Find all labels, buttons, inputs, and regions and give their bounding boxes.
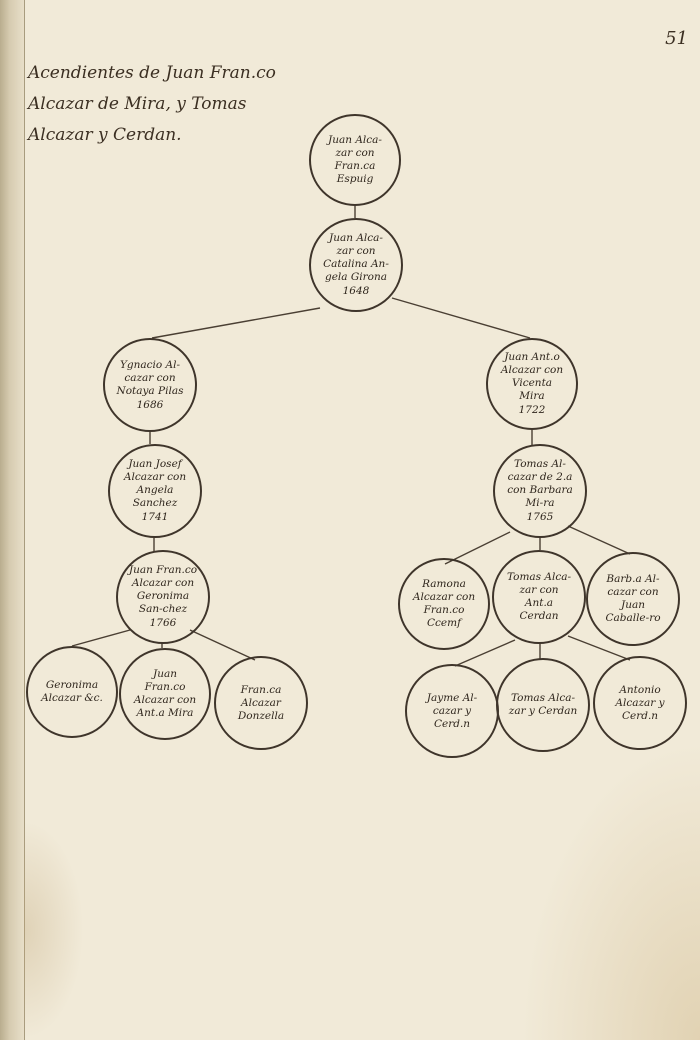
paper-stain [520,740,700,1040]
ancestor-circle: Tomas Al-cazar de 2.a con Barbara Mi-ra … [493,444,587,538]
ancestor-year: 1686 [136,398,164,411]
connector-line [391,297,531,339]
connector-line [189,629,256,661]
connector-line [567,635,631,661]
ancestor-circle: Juan Fran.co Alcazar con Geronima San-ch… [116,550,210,644]
ancestor-circle: Juan Alca-zar con Catalina An-gela Giron… [309,218,403,312]
connector-line [71,629,131,647]
ancestor-circle: Juan Alca-zar con Fran.ca Espuig [309,114,401,206]
heading-line: Alcazar y Cerdan. [28,125,182,145]
ancestor-year: 1766 [149,617,177,629]
descendant-circle: Fran.ca Alcazar Donzella [214,656,308,750]
page-heading: Acendientes de Juan Fran.co Alcazar de M… [28,58,276,151]
ancestor-year: 1648 [342,285,370,297]
descendant-name: Geronima Alcazar &c. [41,679,103,704]
sibling-circle: Ramona Alcazar con Fran.co Ccemf [398,558,490,650]
ancestor-year: 1765 [526,511,554,523]
descendant-name: Tomas Alca-zar y Cerdan [508,692,578,717]
ancestor-name: Juan Josef Alcazar con Angela Sanchez [123,458,187,509]
ancestor-name: Juan Alca-zar con Fran.ca Espuig [328,134,382,185]
connector-line [454,639,516,667]
descendant-name: Fran.ca Alcazar Donzella [237,683,285,722]
descendant-name: Juan Fran.co Alcazar con Ant.a Mira [133,668,197,719]
ancestor-year: 1722 [518,404,546,416]
descendant-circle: Jayme Al-cazar y Cerd.n [405,664,499,758]
ancestor-name: Juan Fran.co Alcazar con Geronima San-ch… [128,564,198,615]
descendant-circle: Juan Fran.co Alcazar con Ant.a Mira [119,648,211,740]
sibling-name: Barb.a Al-cazar con Juan Caballe-ro [605,573,661,624]
heading-line: Alcazar de Mira, y Tomas [28,94,247,114]
ancestor-name: Juan Alca-zar con Catalina An-gela Giron… [323,232,389,283]
ancestor-name: Juan Ant.o Alcazar con Vicenta Mira [500,351,564,402]
ancestor-circle: Ygnacio Al-cazar con Notaya Pilas 1686 [103,338,197,432]
descendant-name: Jayme Al-cazar y Cerd.n [426,691,478,730]
paper-stain [24,820,84,1040]
sibling-circle: Tomas Alca-zar con Ant.a Cerdan [492,550,586,644]
book-binding [0,0,25,1040]
descendant-circle: Antonio Alcazar y Cerd.n [593,656,687,750]
connector-line [567,525,631,555]
descendant-circle: Geronima Alcazar &c. [26,646,118,738]
descendant-circle: Tomas Alca-zar y Cerdan [496,658,590,752]
descendant-name: Antonio Alcazar y Cerd.n [615,683,665,722]
page-number: 51 [665,28,688,49]
connector-line [151,307,321,339]
sibling-name: Ramona Alcazar con Fran.co Ccemf [412,578,476,629]
ancestor-year: 1741 [141,511,169,523]
ancestor-name: Tomas Al-cazar de 2.a con Barbara Mi-ra [507,458,573,509]
sibling-name: Tomas Alca-zar con Ant.a Cerdan [506,571,572,622]
heading-line: Acendientes de Juan Fran.co [28,63,276,83]
ancestor-name: Ygnacio Al-cazar con Notaya Pilas [116,358,184,397]
ancestor-circle: Juan Josef Alcazar con Angela Sanchez 17… [108,444,202,538]
sibling-circle: Barb.a Al-cazar con Juan Caballe-ro [586,552,680,646]
ancestor-circle: Juan Ant.o Alcazar con Vicenta Mira 1722 [486,338,578,430]
